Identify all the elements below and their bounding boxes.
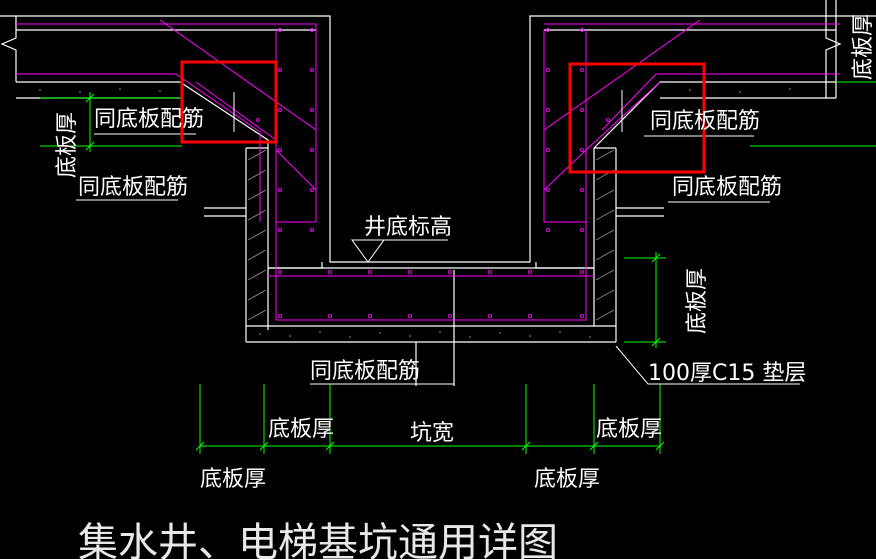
- label-slab-thickness-dim-3: 底板厚: [200, 467, 266, 492]
- label-rebar-right-top: 同底板配筋: [650, 109, 760, 134]
- label-rebar-bottom: 同底板配筋: [310, 359, 420, 384]
- dimension-lines: [40, 81, 876, 454]
- label-slab-thickness-vertical-left: 底板厚: [55, 112, 80, 178]
- label-slab-thickness-vertical-edge: 底板厚: [851, 14, 876, 80]
- rebar-dots: [255, 27, 611, 318]
- label-pit-width: 坑宽: [410, 421, 454, 446]
- concrete-outline: [0, 0, 876, 386]
- leader-lines: [76, 90, 800, 385]
- label-pit-bottom-elevation: 井底标高: [364, 215, 452, 240]
- break-line-left: [0, 16, 17, 82]
- cushion-speckle: [39, 88, 791, 338]
- rebar-lines: [16, 19, 840, 321]
- highlight-box-right: [568, 62, 706, 174]
- label-slab-thickness-dim-1: 底板厚: [268, 417, 334, 442]
- label-cushion-layer: 100厚C15 垫层: [648, 361, 806, 386]
- wall-hatching: [247, 149, 615, 321]
- label-rebar-right-bottom: 同底板配筋: [672, 175, 782, 200]
- label-slab-thickness-vertical-right: 底板厚: [685, 268, 710, 334]
- label-rebar-left-top: 同底板配筋: [94, 107, 204, 132]
- label-rebar-left-bottom: 同底板配筋: [78, 175, 188, 200]
- highlight-box-left: [180, 60, 278, 144]
- break-line-right: [825, 0, 842, 98]
- label-slab-thickness-dim-2: 底板厚: [596, 417, 662, 442]
- drawing-title: 集水井、电梯基坑通用详图: [78, 520, 558, 559]
- label-slab-thickness-dim-4: 底板厚: [534, 467, 600, 492]
